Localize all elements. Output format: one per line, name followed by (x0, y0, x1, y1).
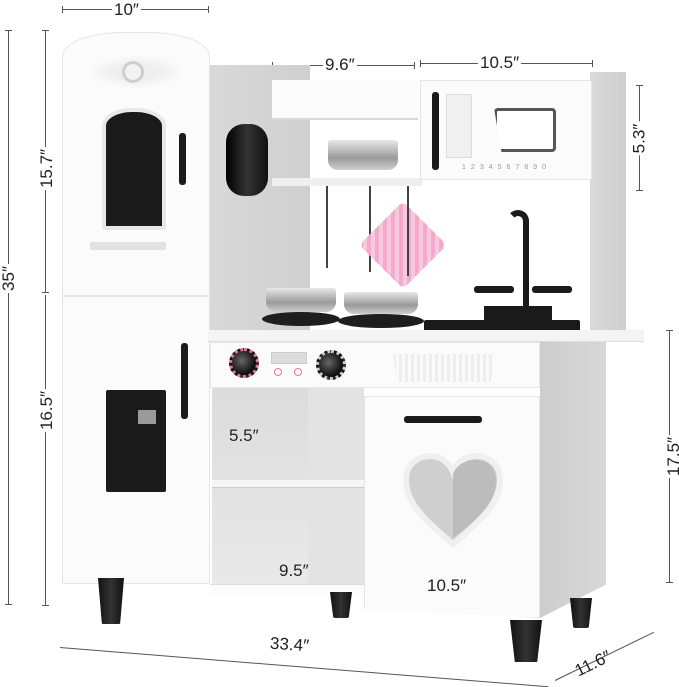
label-microwave-width: 10.5″ (478, 53, 522, 72)
oven-handle[interactable] (404, 416, 482, 423)
heart-window (402, 452, 504, 548)
label-shelf-height: 5.5″ (229, 426, 259, 445)
label-fridge-lower-height: 16.5″ (37, 388, 57, 433)
bottom-base (210, 584, 366, 594)
colander-pot (328, 140, 398, 170)
faucet-handle-right[interactable] (532, 286, 572, 293)
dispenser-lever (138, 410, 156, 424)
oven-display (271, 352, 307, 364)
microwave-keypad[interactable] (446, 94, 472, 158)
label-shelf-width: 9.6″ (323, 55, 357, 74)
microwave-handle[interactable] (432, 92, 439, 170)
slotted-spoon (369, 186, 371, 272)
fridge-tray (90, 242, 166, 250)
label-counter-height: 17.5″ (664, 434, 679, 479)
burner-right[interactable] (338, 314, 424, 328)
timer-decrease-button[interactable] (274, 368, 282, 376)
label-depth: 11.6″ (571, 646, 615, 681)
leg-front-left (98, 578, 124, 624)
spatula (326, 186, 328, 268)
saucepan-right (344, 292, 418, 314)
countertop (208, 330, 644, 342)
leg-front-right (510, 620, 542, 662)
faucet-spout[interactable] (507, 210, 529, 310)
middle-shelf (212, 480, 364, 488)
stove-knob-right[interactable] (316, 350, 346, 380)
stove-knob-left[interactable] (229, 348, 259, 378)
label-fridge-upper-height: 15.7″ (37, 146, 57, 191)
right-side-panel-upper (590, 72, 626, 332)
wall-phone[interactable] (226, 124, 268, 196)
leg-back-right (570, 598, 592, 628)
burner-left[interactable] (262, 312, 340, 326)
vent-grille (393, 354, 495, 382)
faucet-handle-left[interactable] (474, 286, 514, 293)
label-total-width: 33.4″ (267, 633, 312, 656)
label-microwave-height: 5.3″ (629, 121, 649, 156)
ladle (407, 186, 409, 276)
top-shelf-panel (272, 80, 418, 120)
water-dispenser[interactable] (106, 390, 166, 492)
microwave-number-keys: 1234567890 (462, 164, 552, 171)
hook-shelf (272, 178, 422, 186)
saucepan-left (266, 288, 336, 312)
label-shelf-depth-width: 9.5″ (279, 561, 309, 580)
pink-oven-mitt (359, 201, 447, 289)
label-oven-width: 10.5″ (427, 576, 467, 595)
label-total-height: 35″ (0, 264, 18, 293)
timer-increase-button[interactable] (294, 368, 302, 376)
faucet-base (484, 306, 552, 324)
chalkboard-panel (102, 108, 166, 230)
label-fridge-width: 10″ (112, 0, 141, 19)
fridge-emblem-icon (122, 61, 144, 83)
leg-back-middle (330, 592, 352, 618)
fridge-upper-handle[interactable] (179, 133, 186, 185)
right-side-panel-lower (540, 340, 606, 618)
heart-window-icon (402, 452, 504, 548)
microwave-window (494, 108, 556, 152)
fridge-lower-handle[interactable] (181, 343, 188, 419)
